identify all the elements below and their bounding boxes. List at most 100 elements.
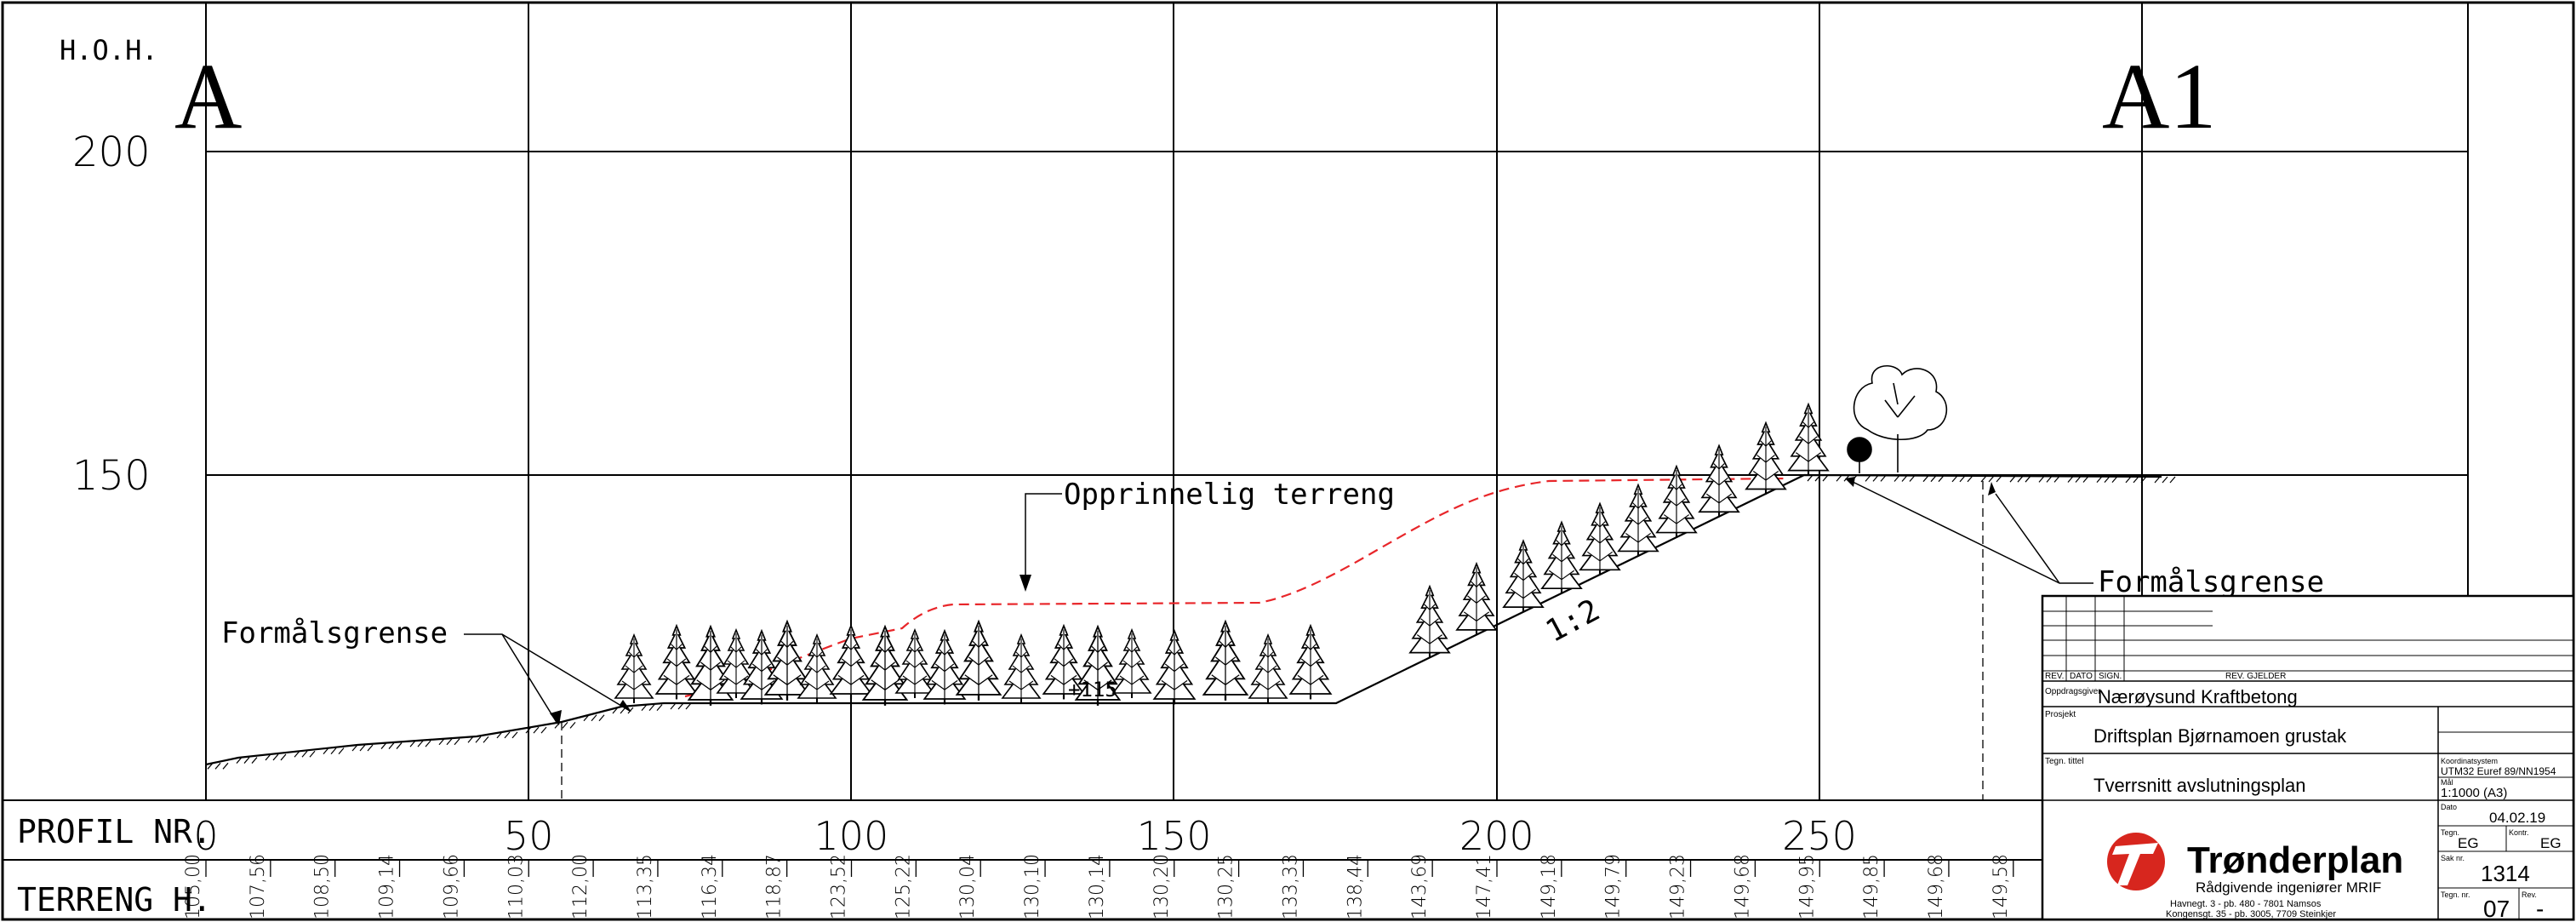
profile-row-label: PROFIL NR. xyxy=(17,813,212,850)
trees xyxy=(614,403,1830,707)
terrain-height-value: 143,69 xyxy=(1409,854,1431,919)
rev-header-date: DATO xyxy=(2070,672,2093,681)
rev-header-sign: SIGN. xyxy=(2099,672,2122,681)
spruce-tree-icon xyxy=(764,620,810,702)
terrain-height-value: 130,10 xyxy=(1022,854,1043,919)
terrain-height-value: 149,68 xyxy=(1732,854,1753,919)
spruce-tree-icon xyxy=(1248,634,1288,704)
terrain-height-value: 130,14 xyxy=(1087,854,1108,919)
checked-label: Kontr. xyxy=(2509,828,2529,837)
terrain-height-value: 108,50 xyxy=(312,854,334,919)
profile-label: 100 xyxy=(814,813,888,859)
terrain-height-value: 110,03 xyxy=(505,854,527,919)
coord-system: UTM32 Euref 89/NN1954 xyxy=(2441,765,2556,777)
client-label: Oppdragsgiver xyxy=(2045,687,2101,696)
company-name: Trønderplan xyxy=(2187,839,2403,881)
project-name: Driftsplan Bjørnamoen grustak xyxy=(2093,725,2347,747)
spruce-tree-icon xyxy=(614,634,654,704)
terrain-row-label: TERRENG H. xyxy=(17,881,212,919)
spruce-tree-icon xyxy=(655,624,698,701)
elevation-label-200: 200 xyxy=(72,129,151,176)
spruce-tree-icon xyxy=(1655,465,1698,539)
title-block: REV. DATO SIGN. REV. GJELDER Oppdragsgiv… xyxy=(2041,594,2575,922)
section-mark-left: A xyxy=(174,44,242,148)
terrain-height-value: 105,00 xyxy=(183,854,204,919)
terrain-height-value: 147,41 xyxy=(1474,854,1495,919)
final-terrain-line xyxy=(205,473,2162,766)
section-mark-right: A1 xyxy=(2102,44,2216,148)
spruce-tree-icon xyxy=(830,624,872,701)
checked-value: EG xyxy=(2540,835,2562,851)
scale-label: Mål xyxy=(2441,778,2453,787)
deciduous-tree-icon xyxy=(1847,364,1948,473)
job-number: 1314 xyxy=(2481,861,2530,886)
rev-value: - xyxy=(2536,896,2544,922)
sheet-number: 07 xyxy=(2483,896,2510,922)
spruce-tree-icon xyxy=(1455,563,1498,637)
rev-label: Rev. xyxy=(2522,891,2537,899)
ground-hatching xyxy=(207,474,2176,770)
company-logo-icon xyxy=(2107,833,2165,891)
drawing-title: Tverrsnitt avslutningsplan xyxy=(2093,775,2305,796)
spruce-tree-icon xyxy=(1153,629,1196,706)
address-line-1: Havnegt. 3 - pb. 480 - 7801 Namsos xyxy=(2170,899,2322,909)
terrain-height-value: 149,23 xyxy=(1668,854,1689,919)
rev-header-description: REV. GJELDER xyxy=(2225,672,2286,681)
spruce-tree-icon xyxy=(1289,624,1332,701)
terrain-height-value: 133,33 xyxy=(1280,854,1301,919)
spruce-tree-icon xyxy=(1745,421,1787,495)
spruce-tree-icon xyxy=(1502,540,1545,614)
job-label: Sak nr. xyxy=(2441,854,2465,862)
terrain-height-value: 116,34 xyxy=(700,854,721,919)
terrain-height-value: 149,95 xyxy=(1796,854,1818,919)
drawing-title-label: Tegn. tittel xyxy=(2045,757,2084,766)
sheet-label: Tegn. nr. xyxy=(2441,891,2470,899)
spruce-tree-icon xyxy=(1540,521,1583,595)
scale-value: 1:1000 (A3) xyxy=(2441,786,2507,800)
spruce-tree-icon xyxy=(1698,444,1740,518)
profile-label: 0 xyxy=(193,813,218,859)
spruce-tree-icon xyxy=(862,625,908,707)
profile-label: 50 xyxy=(504,813,554,859)
profile-label: 150 xyxy=(1137,813,1212,859)
terrain-height-value: 149,68 xyxy=(1926,854,1947,919)
terrain-height-value: 130,20 xyxy=(1151,854,1173,919)
coord-label: Koordinatsystem xyxy=(2441,757,2498,765)
original-terrain-callout: Opprinnelig terreng xyxy=(1020,478,1395,592)
project-label: Prosjekt xyxy=(2045,710,2076,719)
spruce-tree-icon xyxy=(1202,620,1248,702)
spruce-tree-icon xyxy=(688,625,734,707)
terrain-height-value: 113,35 xyxy=(635,854,656,919)
drawn-value: EG xyxy=(2458,835,2479,851)
elevation-label-150: 150 xyxy=(72,452,151,500)
terrain-height-value: 149,79 xyxy=(1603,854,1625,919)
boundary-right-label: Formålsgrense xyxy=(2098,565,2324,599)
slope-ratio-label: 1:2 xyxy=(1540,593,1606,650)
terrain-height-value: 149,18 xyxy=(1539,854,1560,919)
spruce-tree-icon xyxy=(956,620,1002,702)
terrain-height-value: 109,14 xyxy=(377,854,398,919)
spruce-tree-icon xyxy=(895,629,934,699)
spruce-tree-icon xyxy=(1787,403,1830,477)
terrain-height-value: 125,22 xyxy=(893,854,914,919)
client-name: Nærøysund Kraftbetong xyxy=(2098,686,2298,707)
terrain-height-value: 112,00 xyxy=(570,854,591,919)
terrain-height-value: 149,85 xyxy=(1861,854,1882,919)
date-label: Dato xyxy=(2441,803,2457,811)
terrain-height-value: 130,25 xyxy=(1216,854,1237,919)
drawn-label: Tegn. xyxy=(2441,828,2459,837)
spruce-tree-icon xyxy=(1408,585,1451,659)
terrain-height-value: 149,58 xyxy=(1991,854,2012,919)
original-terrain-label: Opprinnelig terreng xyxy=(1064,478,1395,512)
address-line-2: Kongensgt. 35 - pb. 3005, 7709 Steinkjer xyxy=(2166,909,2336,919)
boundary-left-callout: Formålsgrense xyxy=(221,616,631,725)
terrain-height-value: 130,04 xyxy=(957,854,979,919)
boundary-right-callout: Formålsgrense xyxy=(1845,477,2324,599)
rev-header-rev: REV. xyxy=(2045,672,2064,681)
terrain-height-value: 109,66 xyxy=(441,854,462,919)
terrain-height-value: 138,44 xyxy=(1345,854,1366,919)
floor-level-label: +115 xyxy=(1068,678,1117,702)
